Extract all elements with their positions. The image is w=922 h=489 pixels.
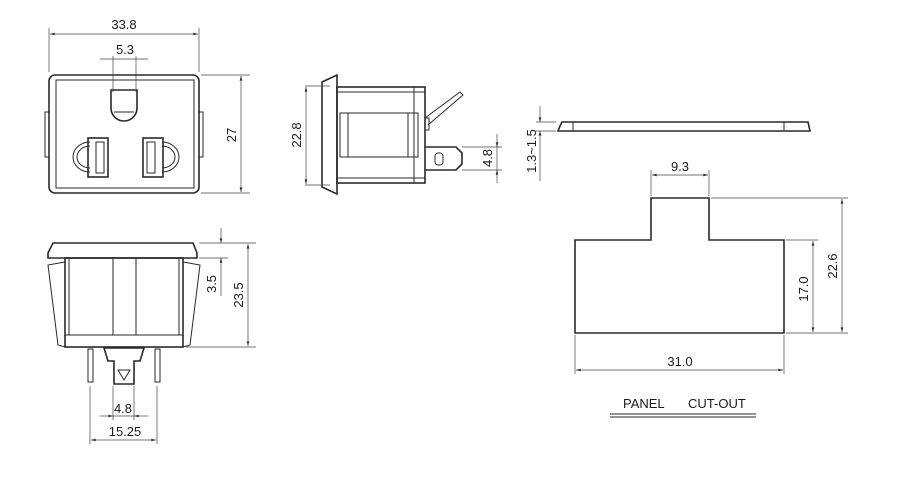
front-ground-dim: 5.3 <box>116 42 134 57</box>
panel-side-view: 1.3~1.5 <box>524 106 811 181</box>
front-width-dim: 33.8 <box>111 17 136 32</box>
cutout-tab-width-dim: 9.3 <box>671 159 689 174</box>
side-view: 22.8 4.8 <box>289 73 502 196</box>
panel-cutout: 9.3 22.6 17.0 31.0 PANEL CUT-OUT <box>574 159 848 418</box>
side-terminal-dim: 4.8 <box>480 149 495 167</box>
ground-hole-icon <box>110 89 138 122</box>
cutout-total-height-dim: 22.6 <box>825 253 840 278</box>
bottom-pin-spacing-dim: 15.25 <box>109 424 142 439</box>
panel-thickness-dim: 1.3~1.5 <box>524 129 539 173</box>
cutout-title-cutout: CUT-OUT <box>688 396 746 411</box>
right-slot-icon <box>142 137 180 178</box>
cutout-body-height-dim: 17.0 <box>796 276 811 301</box>
bottom-view: 3.5 23.5 4.8 15.25 <box>47 228 256 444</box>
bottom-depth-dim: 23.5 <box>231 282 246 307</box>
front-height-dim: 27 <box>224 128 239 142</box>
bottom-terminal-dim: 4.8 <box>114 401 132 416</box>
terminal-hole-icon <box>117 369 131 381</box>
cutout-width-dim: 31.0 <box>667 354 692 369</box>
front-view: 33.8 5.3 27 <box>44 17 250 194</box>
bottom-flange-dim: 3.5 <box>204 275 219 293</box>
side-height-dim: 22.8 <box>289 122 304 147</box>
cutout-title-panel: PANEL <box>623 396 665 411</box>
left-slot-icon <box>72 137 109 178</box>
